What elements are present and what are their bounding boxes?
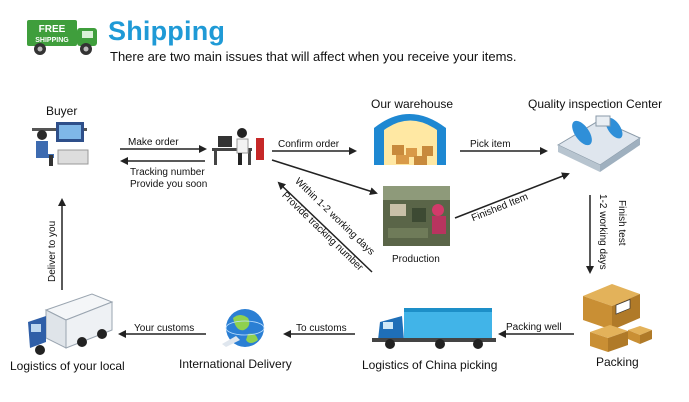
warehouse-icon bbox=[374, 114, 446, 165]
node-international: International Delivery bbox=[179, 357, 292, 371]
label-deliver-to-you: Deliver to you bbox=[47, 220, 58, 282]
label-packing-well: Packing well bbox=[506, 322, 562, 333]
china-truck-icon bbox=[372, 308, 496, 349]
label-finish-test: Finish test bbox=[616, 200, 627, 246]
label-to-customs: To customs bbox=[296, 323, 347, 334]
badge-shipping: SHIPPING bbox=[35, 37, 69, 44]
buyer-computer-icon bbox=[32, 122, 89, 166]
local-truck-icon bbox=[28, 293, 114, 355]
agent-desk-icon bbox=[212, 128, 264, 165]
label-your-customs: Your customs bbox=[134, 323, 195, 334]
node-logistics-local: Logistics of your local bbox=[10, 359, 125, 373]
badge-free: FREE bbox=[39, 24, 66, 35]
page-subtitle: There are two main issues that will affe… bbox=[110, 49, 517, 64]
page-title: Shipping bbox=[108, 16, 226, 46]
label-provide-soon: Provide you soon bbox=[130, 179, 208, 190]
label-make-order: Make order bbox=[128, 137, 179, 148]
packing-boxes-icon bbox=[583, 284, 652, 352]
label-pick-item: Pick item bbox=[470, 139, 511, 150]
node-warehouse: Our warehouse bbox=[371, 97, 454, 111]
node-logistics-china: Logistics of China picking bbox=[362, 358, 498, 372]
node-production: Production bbox=[392, 254, 440, 265]
arrow-finished-item bbox=[454, 172, 570, 219]
label-working-days: 1-2 working days bbox=[597, 194, 608, 270]
inspection-machine-icon bbox=[556, 115, 642, 172]
node-buyer: Buyer bbox=[46, 104, 78, 118]
arrow-to-production bbox=[271, 159, 378, 195]
free-shipping-truck-icon: FREE SHIPPING bbox=[27, 20, 97, 55]
arrow-provide-tracking bbox=[277, 181, 373, 273]
production-photo bbox=[383, 186, 450, 246]
label-confirm-order: Confirm order bbox=[278, 139, 340, 150]
node-quality: Quality inspection Center bbox=[528, 97, 663, 111]
globe-plane-icon bbox=[222, 309, 265, 347]
label-tracking-number: Tracking number bbox=[130, 167, 205, 178]
node-packing: Packing bbox=[596, 355, 639, 369]
